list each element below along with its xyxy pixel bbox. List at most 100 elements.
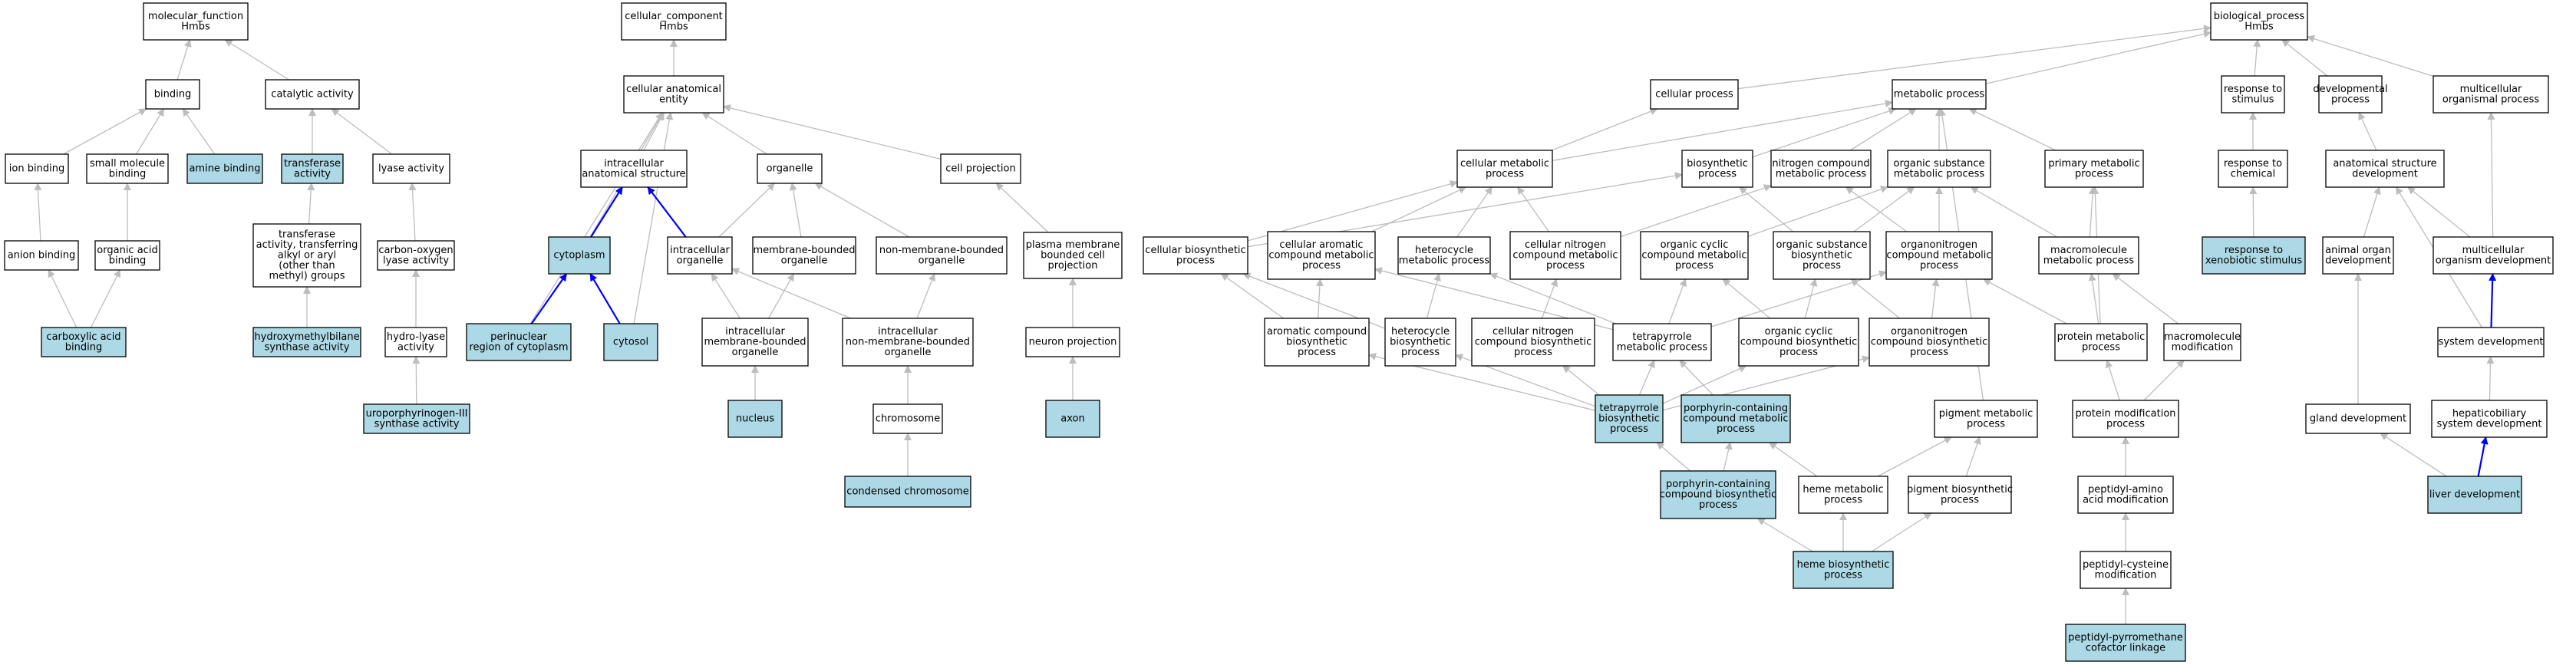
node-label-line: multicellular <box>2462 245 2525 256</box>
go-node-inmbo[interactable]: intracellularnon-membrane-boundedorganel… <box>842 318 974 367</box>
go-node-neuron-proj[interactable]: neuron projection <box>1025 327 1120 357</box>
node-label-line: organonitrogen <box>1901 239 1977 251</box>
go-node-cellular-process[interactable]: cellular process <box>1650 79 1739 110</box>
go-node-lyase[interactable]: lyase activity <box>372 153 450 184</box>
go-node-cytoplasm[interactable]: cytoplasm <box>548 236 611 275</box>
edge-tetra_bio-to-cell_n_bio <box>1562 365 1600 396</box>
go-node-amine-binding[interactable]: amine binding <box>186 153 263 184</box>
go-node-binding[interactable]: binding <box>145 79 200 110</box>
edge-cell_arom-to-cell_met <box>1371 186 1467 232</box>
node-box <box>1023 232 1123 279</box>
node-box <box>1595 394 1664 443</box>
go-node-axon[interactable]: axon <box>1045 400 1100 438</box>
go-node-cell-proj[interactable]: cell projection <box>940 153 1021 184</box>
node-label-line: process <box>1302 260 1341 272</box>
go-node-ion-binding[interactable]: ion binding <box>5 153 69 184</box>
go-node-chromosome[interactable]: chromosome <box>872 403 943 434</box>
go-node-anion-binding[interactable]: anion binding <box>4 240 79 271</box>
node-label-line: tetrapyrrole <box>1599 403 1658 414</box>
go-node-system-dev[interactable]: system development <box>2437 327 2545 357</box>
go-node-gland-dev[interactable]: gland development <box>2305 403 2411 434</box>
go-node-cytosol[interactable]: cytosol <box>603 323 658 361</box>
node-box <box>145 79 200 110</box>
edge-porph_met-to-tetra_met <box>1679 360 1713 396</box>
go-node-nucleus[interactable]: nucleus <box>727 400 783 438</box>
node-label-line: process <box>1967 418 2005 430</box>
go-node-liver-dev[interactable]: liver development <box>2427 476 2522 514</box>
node-label-line: condensed chromosome <box>846 486 968 498</box>
go-node-condensed[interactable]: condensed chromosome <box>844 476 971 508</box>
go-node-organelle[interactable]: organelle <box>757 153 823 184</box>
node-label-line: compound biosynthetic <box>1660 489 1777 501</box>
node-label-line: compound metabolic <box>1683 413 1788 425</box>
go-node-metabolic[interactable]: metabolic process <box>1892 79 1987 110</box>
node-box <box>1384 318 1456 367</box>
node-box <box>1264 318 1370 367</box>
node-label-line: Hmbs <box>659 21 688 32</box>
go-node-catalytic[interactable]: catalytic activity <box>265 79 360 110</box>
node-box <box>41 327 127 357</box>
